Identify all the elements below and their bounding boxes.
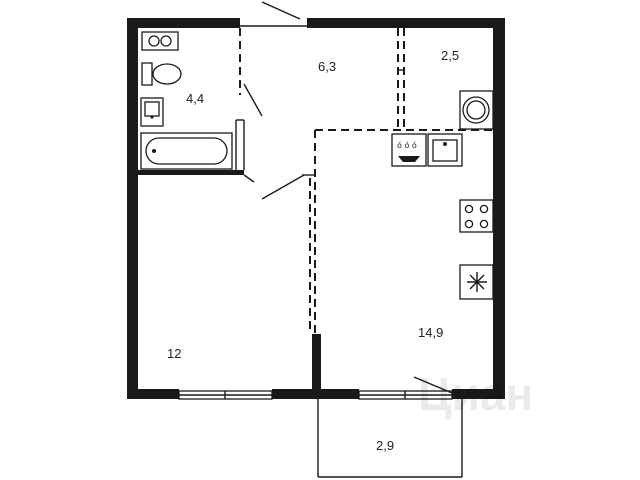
storage-walls — [397, 28, 405, 130]
exterior-walls — [127, 18, 505, 399]
svg-text:ό ό ό: ό ό ό — [397, 140, 417, 150]
kitchen-window — [358, 376, 453, 400]
kitchen-sink-icon — [427, 133, 463, 167]
bathtub-icon — [140, 132, 233, 170]
stove-icon — [459, 199, 494, 233]
kitchen-living-area-label: 14,9 — [418, 325, 443, 340]
entrance-door — [240, 1, 307, 27]
refrigerator-icon — [459, 264, 494, 300]
bathroom-walls — [138, 28, 263, 183]
kitchen-walls — [261, 129, 493, 334]
storage-area-label: 2,5 — [441, 48, 459, 63]
toilet-icon — [141, 62, 182, 86]
washbasin-top — [141, 31, 179, 51]
watermark: Циан — [418, 368, 533, 420]
washing-machine-icon — [140, 97, 164, 127]
balcony-area-label: 2,9 — [376, 438, 394, 453]
gas-meter-icon: ό ό ό — [391, 133, 427, 167]
bedroom-area-label: 12 — [167, 346, 181, 361]
hallway-area-label: 6,3 — [318, 59, 336, 74]
boiler-icon — [459, 90, 494, 130]
bathroom-area-label: 4,4 — [186, 91, 204, 106]
bedroom-window — [178, 390, 273, 400]
balcony — [317, 399, 463, 478]
